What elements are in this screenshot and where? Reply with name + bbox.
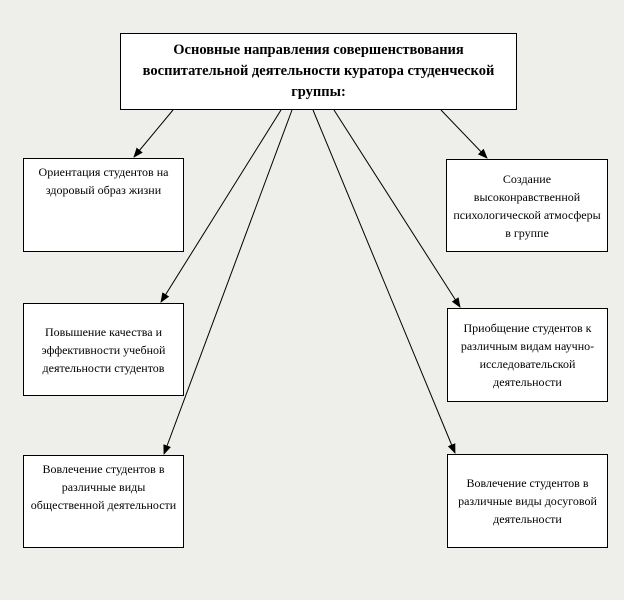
arrow-to-b2 xyxy=(440,109,488,159)
diagram-title: Основные направления совершенствования в… xyxy=(142,42,495,100)
box-academic-quality-text: Повышение качества и эффективности учебн… xyxy=(41,324,166,375)
arrow-to-b6 xyxy=(312,109,456,454)
box-research-activity: Приобщение студентов к различным видам н… xyxy=(447,308,608,402)
box-leisure-activity-text: Вовлечение студентов в различные виды до… xyxy=(458,476,597,526)
box-social-activity-text: Вовлечение студентов в различные виды об… xyxy=(30,462,177,512)
box-research-activity-text: Приобщение студентов к различным видам н… xyxy=(460,321,595,389)
box-social-activity: Вовлечение студентов в различные виды об… xyxy=(23,455,184,548)
arrow-to-b1 xyxy=(133,109,174,158)
arrow-to-b5 xyxy=(163,109,293,455)
box-healthy-lifestyle: Ориентация студентов на здоровый образ ж… xyxy=(23,158,184,252)
box-healthy-lifestyle-text: Ориентация студентов на здоровый образ ж… xyxy=(38,165,169,197)
arrow-to-b3 xyxy=(160,109,282,303)
arrow-to-b4 xyxy=(333,109,461,308)
box-academic-quality: Повышение качества и эффективности учебн… xyxy=(23,303,184,396)
box-moral-atmosphere: Создание высоконравственной психологичес… xyxy=(446,159,608,252)
diagram-title-box: Основные направления совершенствования в… xyxy=(120,33,517,110)
box-leisure-activity: Вовлечение студентов в различные виды до… xyxy=(447,454,608,548)
box-moral-atmosphere-text: Создание высоконравственной психологичес… xyxy=(453,171,601,240)
